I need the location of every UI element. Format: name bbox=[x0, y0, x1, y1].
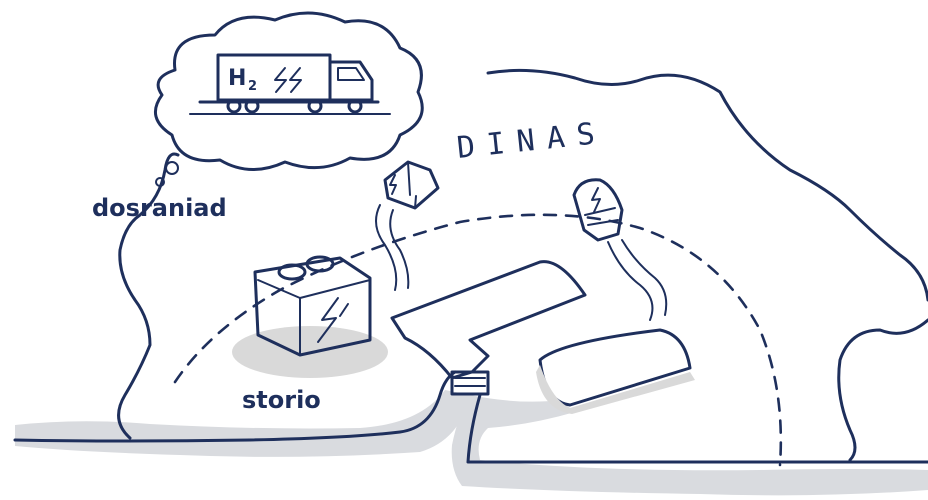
truck-cargo-subscript: 2 bbox=[248, 79, 257, 94]
charging-label: dosraniad bbox=[92, 194, 227, 222]
storage-label: storio bbox=[242, 386, 321, 414]
river-shading bbox=[15, 390, 928, 495]
city-label: DINAS bbox=[455, 115, 608, 166]
truck-cargo-label: H bbox=[228, 66, 246, 91]
hydrogen-truck-icon: H 2 bbox=[190, 55, 390, 114]
lightning-bolt-icon bbox=[275, 68, 301, 92]
electric-van-icon bbox=[376, 162, 438, 290]
harbour-docks bbox=[392, 262, 695, 414]
electric-car-icon bbox=[574, 180, 666, 320]
battery-icon bbox=[232, 257, 388, 378]
